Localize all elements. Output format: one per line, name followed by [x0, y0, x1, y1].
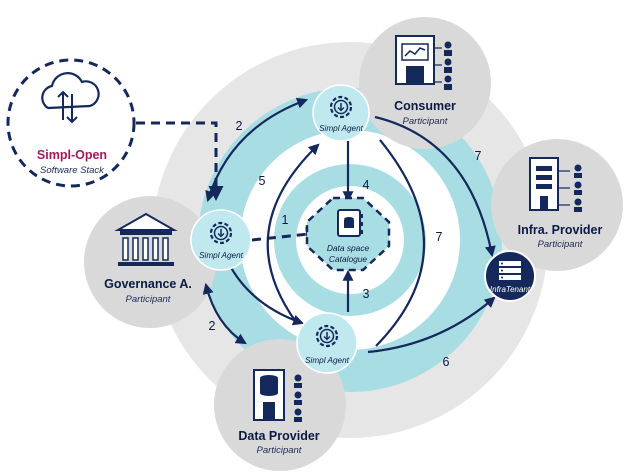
arrow-5 — [266, 143, 320, 323]
data-provider-subtitle: Participant — [257, 445, 302, 456]
catalogue-line2: Catalogue — [329, 254, 368, 264]
cloud-upload-download-icon — [41, 72, 100, 124]
step-4: 4 — [363, 178, 370, 192]
data-provider-title: Data Provider — [238, 429, 319, 443]
simpl-open-node: Simpl-Open Software Stack — [6, 58, 136, 188]
agent-top-label: Simpl Agent — [319, 124, 364, 133]
step-3: 3 — [363, 287, 370, 301]
step-5: 5 — [259, 174, 266, 188]
consumer-building-icon — [395, 35, 452, 90]
governance-building-icon — [114, 212, 178, 266]
catalogue-node: Data space Catalogue — [305, 196, 391, 272]
governance-title: Governance A. — [104, 277, 192, 291]
governance-node: Governance A. Participant — [84, 196, 216, 328]
catalogue-line1: Data space — [327, 243, 370, 253]
step-numbers: 2 2 1 5 4 3 7 7 6 — [209, 119, 482, 369]
step-2-top: 2 — [236, 119, 243, 133]
agent-bottom-label: Simpl Agent — [305, 356, 350, 365]
infra-provider-building-icon — [529, 157, 582, 212]
arrow-6 — [367, 296, 496, 354]
step-6: 6 — [443, 355, 450, 369]
arrow-1 — [251, 226, 321, 242]
infra-provider-subtitle: Participant — [538, 239, 583, 250]
arrow-2-bottom — [202, 282, 247, 345]
simpl-open-title: Simpl-Open — [37, 148, 107, 162]
consumer-node: Consumer Participant — [359, 17, 491, 149]
data-provider-node: Data Provider Participant — [214, 339, 346, 471]
arrow-2-top — [205, 97, 309, 203]
simpl-agent-left: Simpl Agent — [190, 209, 252, 271]
governance-subtitle: Participant — [126, 294, 171, 305]
flow-arrows — [136, 97, 496, 354]
infra-provider-title: Infra. Provider — [518, 223, 603, 237]
infra-tenant-node: InfraTenant — [484, 250, 536, 302]
gear-download-icon — [329, 95, 353, 119]
infra-tenant-label: InfraTenant — [490, 285, 531, 294]
simpl-agent-bottom: Simpl Agent — [296, 312, 358, 374]
step-7-top: 7 — [475, 149, 482, 163]
agent-left-label: Simpl Agent — [199, 251, 244, 260]
arrow-7-top — [374, 115, 496, 258]
arrow-7-mid — [375, 139, 426, 347]
gear-download-icon — [209, 221, 233, 245]
step-1: 1 — [282, 213, 289, 227]
consumer-title: Consumer — [394, 99, 456, 113]
simpl-agent-top: Simpl Agent — [312, 84, 370, 142]
step-7-mid: 7 — [436, 230, 443, 244]
data-provider-building-icon — [253, 369, 302, 422]
step-2-bottom: 2 — [209, 319, 216, 333]
server-rack-icon — [499, 261, 521, 280]
arrow-left-to-bottom-agent — [227, 261, 305, 326]
simpl-open-subtitle: Software Stack — [40, 165, 105, 176]
consumer-subtitle: Participant — [403, 116, 448, 127]
infra-provider-node: Infra. Provider Participant — [491, 139, 623, 271]
gear-download-icon — [315, 324, 339, 348]
catalogue-book-icon — [337, 209, 363, 237]
